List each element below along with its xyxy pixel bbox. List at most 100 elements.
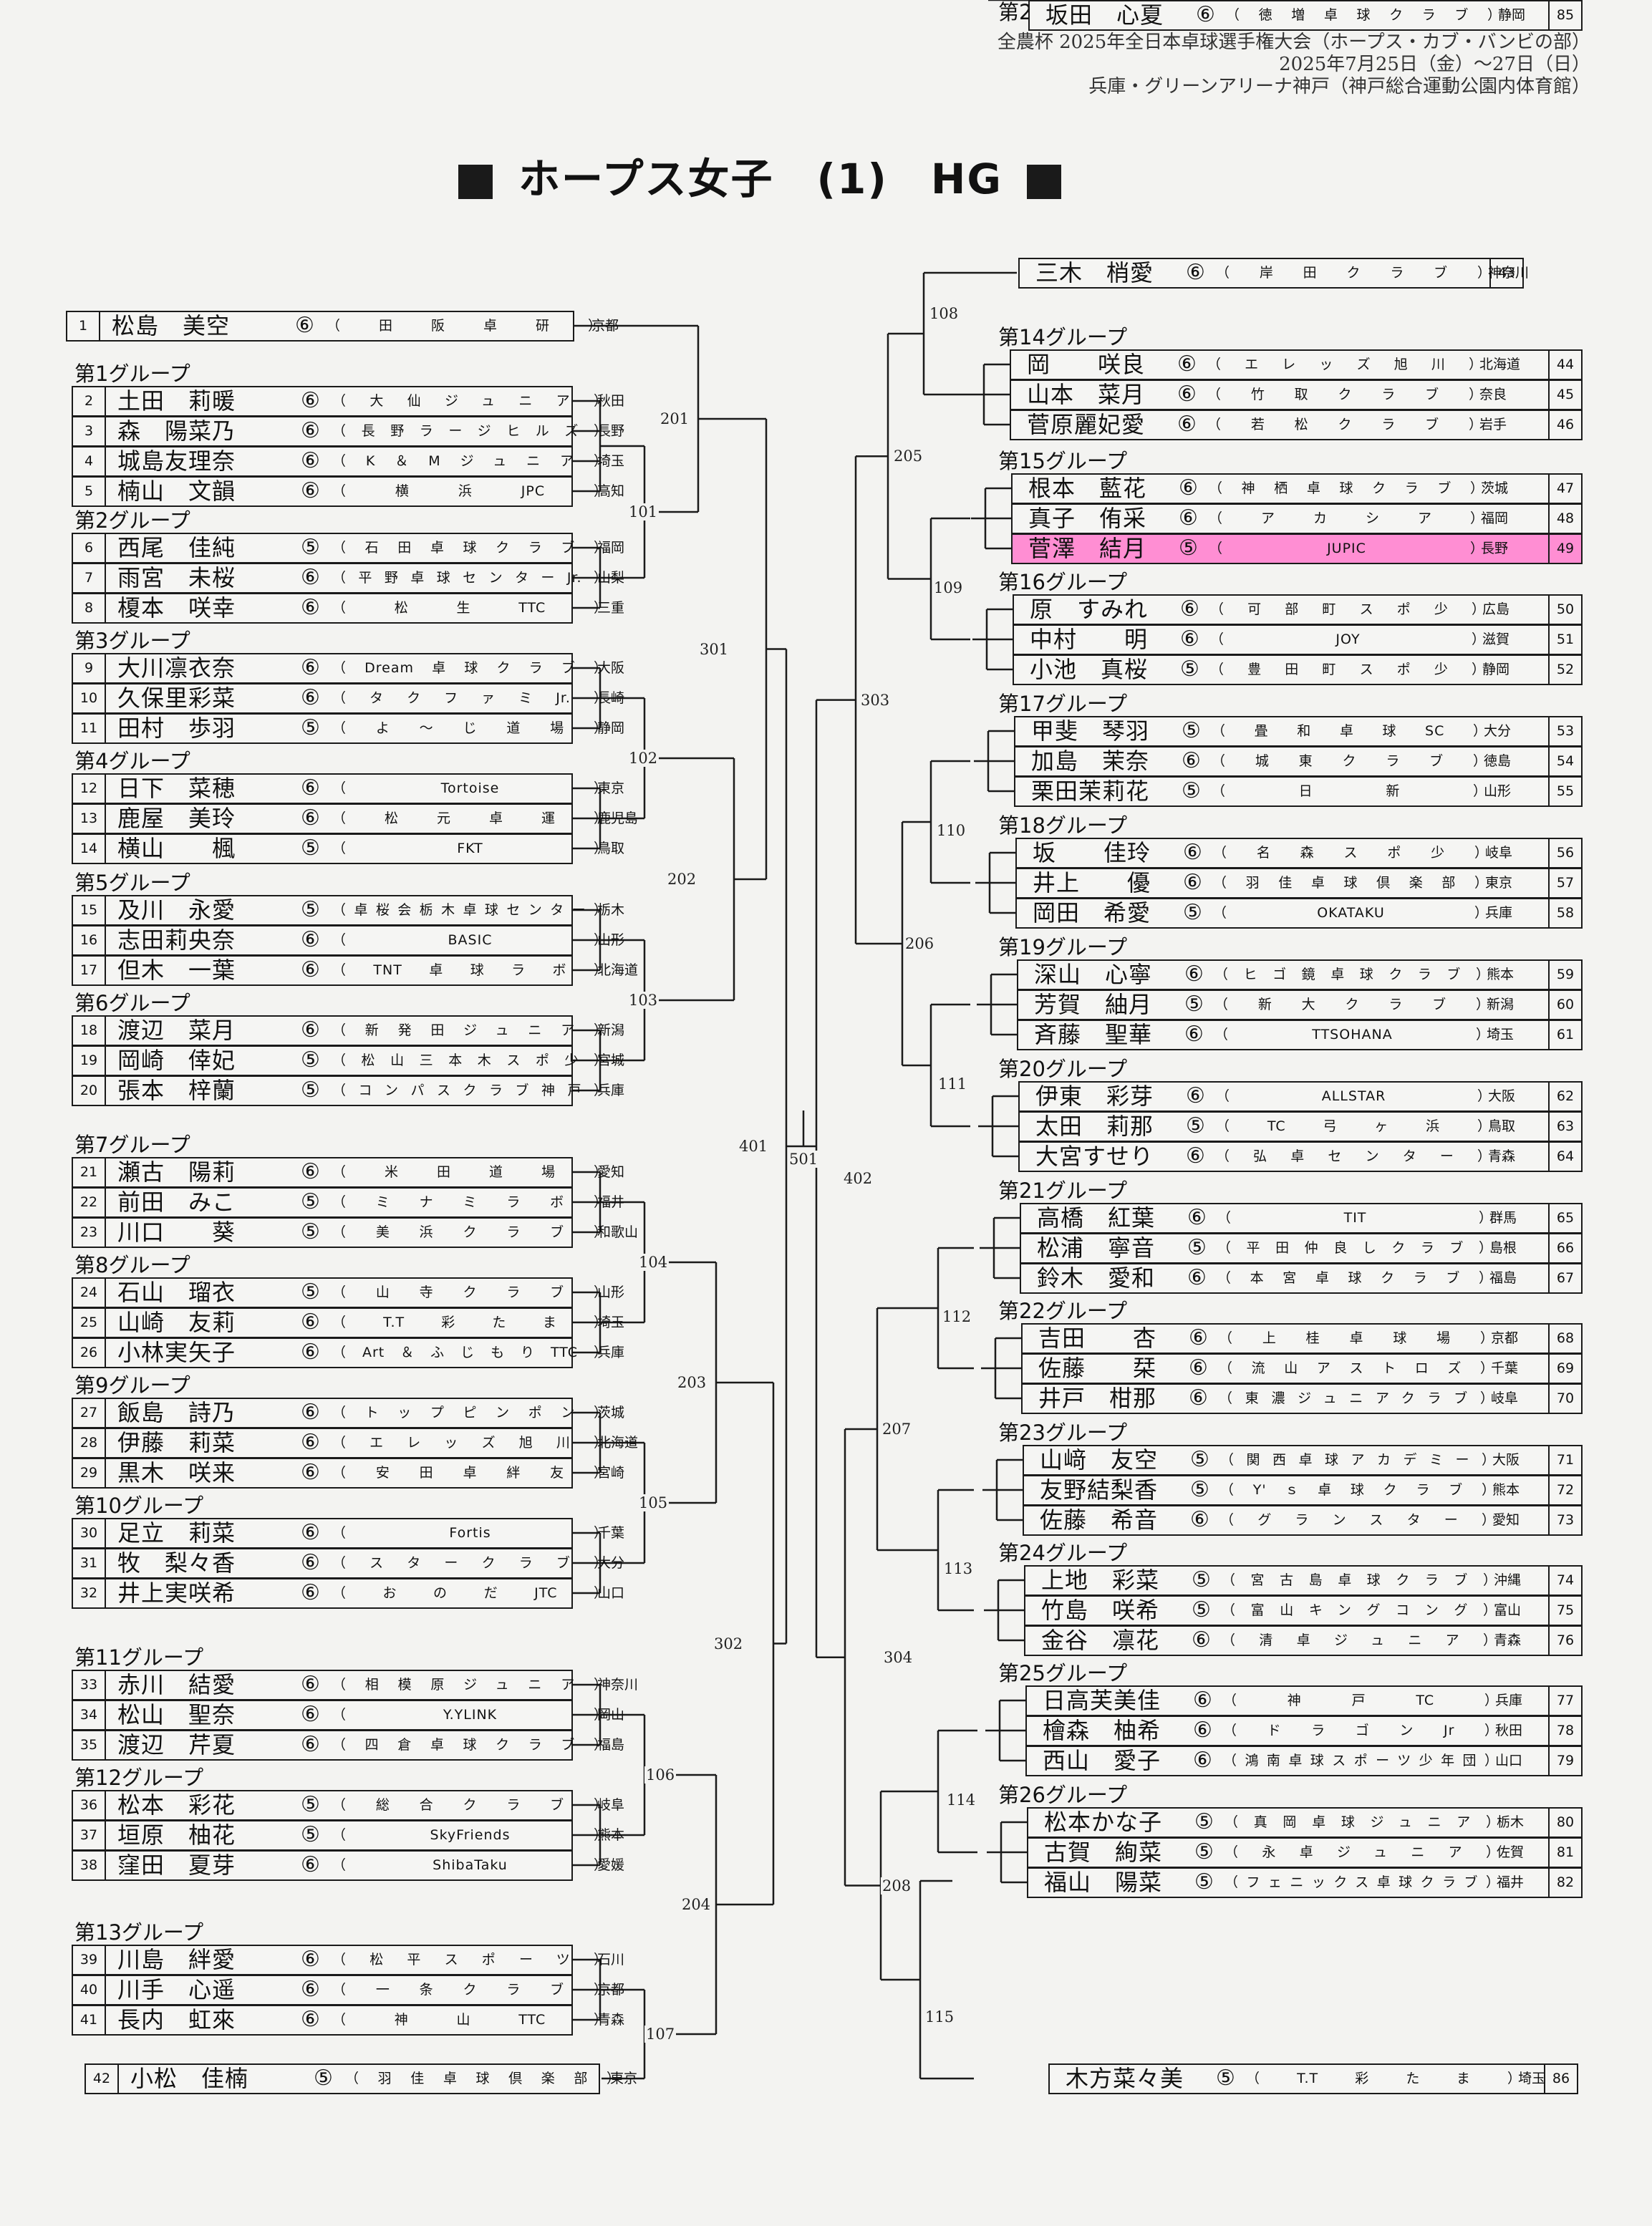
grade-badge: ⑤ [1190, 1447, 1209, 1472]
player-prefecture: 千葉 [597, 1525, 625, 1541]
player-name: 檜森 柚希 [1043, 1717, 1161, 1744]
grade-badge: ⑥ [301, 1702, 320, 1727]
player-name: 土田 莉暖 [117, 387, 236, 415]
player-club: （ミナミラボ） [332, 1194, 608, 1210]
group-label: 第19グループ [998, 935, 1128, 959]
player-club: （トップピンポン） [332, 1405, 608, 1421]
grade-badge: ⑥ [1192, 1627, 1211, 1652]
player-number: 67 [1548, 1264, 1581, 1292]
player-prefecture: 熊本 [1492, 1482, 1520, 1498]
square-mark-icon [458, 164, 493, 199]
player-name: 西尾 佳純 [117, 534, 236, 561]
player-prefecture: 愛知 [597, 1164, 625, 1180]
player-club: （ドラゴンJr） [1223, 1723, 1499, 1738]
player-club: （フェニックス卓球クラブ） [1224, 1874, 1500, 1890]
player-name: 金谷 凛花 [1041, 1627, 1160, 1654]
player-name: 鹿屋 美玲 [117, 805, 236, 832]
player-club: （よ～じ道場） [332, 720, 608, 736]
grade-badge: ⑤ [301, 897, 320, 922]
player-name: 木方菜々美 [1066, 2065, 1184, 2092]
player-name: 菅澤 結月 [1028, 535, 1147, 562]
player-name: 垣原 柚花 [117, 1821, 236, 1849]
player-club: （ShibaTaku） [332, 1857, 608, 1873]
player-club: （安田卓絆友） [332, 1465, 608, 1481]
player-club: （Dream卓球クラブ） [332, 660, 608, 676]
player-name: 竹島 咲希 [1041, 1597, 1160, 1624]
grade-badge: ⑤ [1187, 1235, 1207, 1260]
player-prefecture: 奈良 [1479, 387, 1507, 402]
grade-badge: ⑥ [1184, 962, 1204, 987]
player-club: （おのだJTC） [332, 1585, 608, 1601]
match-number: 501 [788, 1151, 820, 1168]
grade-badge: ⑤ [301, 836, 320, 861]
player-prefecture: 京都 [1491, 1330, 1519, 1346]
player-prefecture: 京都 [591, 318, 619, 334]
player-number: 64 [1548, 1143, 1581, 1171]
player-club: （羽佳卓球倶楽部） [345, 2071, 621, 2086]
player-number: 58 [1548, 899, 1581, 927]
square-mark-icon [1027, 164, 1062, 199]
group-label: 第6グループ [74, 991, 190, 1015]
player-number: 56 [1548, 839, 1581, 867]
grade-badge: ⑥ [1184, 1022, 1204, 1047]
player-name: 松浦 寧音 [1037, 1234, 1156, 1262]
player-prefecture: 福岡 [597, 540, 625, 556]
player-prefecture: 秋田 [1495, 1723, 1523, 1738]
grade-badge: ⑥ [301, 1159, 320, 1184]
player-number: 17 [73, 957, 106, 984]
player-prefecture: 新潟 [1487, 997, 1515, 1012]
player-number: 47 [1548, 475, 1581, 503]
player-name: 松本 彩花 [117, 1791, 236, 1819]
match-number: 106 [644, 1766, 677, 1784]
player-name: 日高芙美佳 [1043, 1687, 1161, 1714]
player-name: 伊藤 莉菜 [117, 1429, 236, 1456]
group-label: 第24グループ [998, 1541, 1128, 1565]
grade-badge: ⑥ [1193, 1748, 1212, 1773]
player-number: 20 [73, 1077, 106, 1105]
player-name: 佐藤 希音 [1040, 1506, 1159, 1534]
player-prefecture: 福井 [597, 1194, 625, 1210]
grade-badge: ⑤ [1194, 1839, 1214, 1864]
player-prefecture: 北海道 [597, 962, 639, 978]
player-prefecture: 宮城 [597, 1052, 625, 1068]
player-prefecture: 福井 [1497, 1874, 1525, 1890]
grade-badge: ⑤ [1182, 778, 1201, 803]
grade-badge: ⑥ [1189, 1325, 1208, 1350]
match-number: 304 [882, 1648, 914, 1666]
player-club: （Y.YLINK） [332, 1707, 608, 1723]
grade-badge: ⑥ [301, 1947, 320, 1972]
grade-badge: ⑥ [1186, 1083, 1205, 1108]
grade-badge: ⑤ [1190, 1477, 1209, 1502]
player-prefecture: 高知 [597, 483, 625, 499]
player-name: 足立 莉菜 [117, 1519, 236, 1547]
grade-badge: ⑥ [301, 565, 320, 590]
player-number: 4 [73, 447, 106, 475]
player-club: （FKT） [332, 841, 608, 856]
player-prefecture: 茨城 [1481, 480, 1509, 496]
player-prefecture: 佐賀 [1497, 1844, 1525, 1860]
grade-badge: ⑥ [301, 595, 320, 620]
grade-badge: ⑤ [301, 1822, 320, 1847]
player-club: （ヒゴ鏡卓球クラブ） [1214, 967, 1490, 982]
player-number: 18 [73, 1017, 106, 1045]
player-name: 飯島 詩乃 [117, 1399, 236, 1426]
player-name: 山本 菜月 [1027, 381, 1146, 408]
match-number: 115 [924, 2008, 956, 2026]
player-club: （Tortoise） [332, 780, 608, 796]
group-label: 第1グループ [74, 362, 190, 386]
player-club: （永卓ジュニア） [1224, 1844, 1500, 1860]
group-label: 第23グループ [998, 1421, 1128, 1445]
tournament-name: 全農杯 2025年全日本卓球選手権大会（ホープス・カブ・バンビの部） [997, 32, 1590, 53]
player-prefecture: 青森 [597, 2012, 625, 2028]
player-prefecture: 群馬 [1489, 1210, 1517, 1226]
